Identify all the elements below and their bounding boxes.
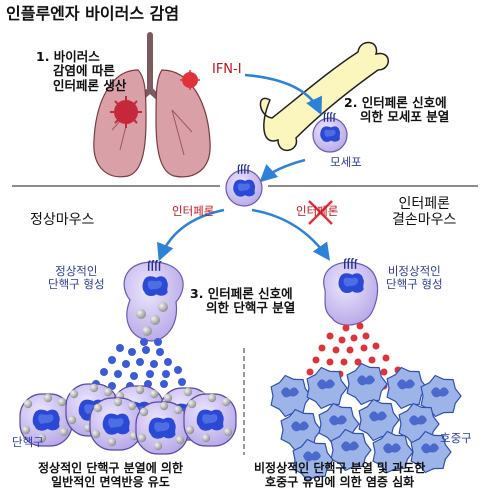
granule-blue	[162, 370, 170, 378]
granule-red	[326, 358, 334, 366]
step1-line3: 인터페론 생산	[53, 77, 127, 93]
granule-red	[350, 334, 358, 342]
granule-red	[372, 342, 380, 350]
granule-blue	[108, 356, 116, 364]
right-group-label: 인터페론 결손마우스	[392, 196, 456, 228]
bottom-left-line2: 일반적인 면역반응 유도	[51, 474, 170, 489]
granule-red	[356, 322, 364, 330]
abnormal-formation-label: 비정상적인 단핵구 형성	[386, 264, 443, 292]
right-group-line1: 인터페론	[398, 196, 450, 212]
granule-blue	[122, 360, 130, 368]
monocyte-cluster	[19, 383, 237, 455]
granule-blue	[142, 346, 150, 354]
granule-red	[368, 356, 376, 364]
bottom-right-line2: 호중구 유입에 의한 염증 심화	[265, 474, 415, 489]
granule-blue	[154, 338, 162, 346]
mother-cell-label: 모세포	[330, 155, 362, 169]
granule-blue	[164, 358, 172, 366]
granule-red	[340, 358, 348, 366]
monocyte-label: 단핵구	[12, 435, 44, 449]
granule-blue	[128, 348, 136, 356]
granule-blue	[178, 378, 186, 386]
granule-red	[362, 332, 370, 340]
page-title: 인플루엔자 바이러스 감염	[6, 4, 180, 23]
granule-red	[332, 346, 340, 354]
granule-blue	[150, 360, 158, 368]
lungs-illustration	[93, 32, 211, 178]
neutrophil-cell	[280, 408, 322, 452]
bottom-left-line1: 정상적인 단핵구 분열에 의한	[38, 461, 184, 475]
granule-red	[382, 354, 390, 362]
neutrophil-cluster	[270, 362, 462, 482]
right-group-line2: 결손마우스	[392, 212, 457, 229]
neutrophil-cell	[372, 430, 414, 474]
ifn-label: IFN-I	[212, 62, 242, 77]
granule-red	[380, 368, 388, 376]
step1-label: 1. 바이러스 감염에 따른 인터페론 생산	[36, 49, 127, 93]
abnormal-formation-line2: 단핵구 형성	[386, 277, 443, 292]
flow-arrows	[157, 73, 331, 262]
granule-blue	[130, 372, 138, 380]
granule-blue	[160, 380, 168, 388]
neutrophil-cell	[420, 374, 462, 418]
abnormal-formation-line1: 비정상적인	[387, 264, 441, 278]
neutrophil-cell	[346, 362, 388, 406]
granule-blue	[114, 370, 122, 378]
granule-red	[312, 356, 320, 364]
normal-formation-label: 정상적인 단핵구 형성	[48, 264, 105, 292]
granule-blue	[100, 368, 108, 376]
step3-label: 3. 인터페론 신호에 의한 단핵구 분열	[190, 286, 296, 316]
granule-red	[338, 336, 346, 344]
monocyte-cell	[19, 393, 73, 447]
neutrophil-label: 호중구	[440, 431, 472, 445]
monocyte-cell	[183, 393, 237, 447]
granule-blue	[108, 382, 116, 390]
granule-red	[318, 344, 326, 352]
mother-cell-center	[225, 164, 263, 207]
step2-line1: 2. 인터페론 신호에	[344, 95, 447, 110]
granule-blue	[116, 344, 124, 352]
bottom-right-line1: 비정상적인 단핵구 분열 및 과도한	[254, 461, 426, 475]
step3-line2: 의한 단핵구 분열	[206, 300, 296, 316]
left-group-label: 정상마우스	[30, 212, 95, 228]
neutrophil-cell	[306, 366, 348, 410]
neutrophil-cell	[292, 438, 334, 482]
abnormal-dividing-cell	[323, 258, 379, 326]
neutrophil-cell	[330, 428, 372, 472]
granule-blue	[140, 338, 148, 346]
neutrophil-cell	[270, 374, 312, 418]
bottom-right-caption: 비정상적인 단핵구 분열 및 과도한 호중구 유입에 의한 염증 심화	[254, 461, 426, 490]
normal-formation-line2: 단핵구 형성	[48, 277, 105, 292]
monocyte-cell	[135, 401, 189, 455]
bottom-left-caption: 정상적인 단핵구 분열에 의한 일반적인 면역반응 유도	[38, 461, 184, 490]
mother-cell-bone	[312, 112, 348, 153]
granule-red	[360, 344, 368, 352]
step2-label: 2. 인터페론 신호에 의한 모세포 분열	[344, 95, 450, 125]
neutrophil-cell	[410, 430, 452, 474]
monocyte-cell	[89, 397, 143, 451]
monocyte-granules	[92, 338, 186, 390]
granule-red	[354, 358, 362, 366]
granule-blue	[156, 348, 164, 356]
granule-blue	[136, 358, 144, 366]
normal-formation-line1: 정상적인	[55, 264, 98, 278]
step2-line2: 의한 모세포 분열	[360, 109, 450, 125]
step1-line2: 감염에 따른	[53, 63, 115, 79]
blocked-x-icon	[308, 200, 333, 225]
granule-blue	[174, 366, 182, 374]
bone-illustration	[259, 41, 389, 151]
step3-line1: 3. 인터페론 신호에	[190, 286, 293, 301]
granule-red	[346, 346, 354, 354]
granule-red	[306, 368, 314, 376]
interferon-right-label: 인터페론	[296, 204, 339, 218]
step1-line1: 1. 바이러스	[36, 49, 100, 64]
granule-red	[342, 324, 350, 332]
granule-red	[326, 332, 334, 340]
normal-dividing-cell	[123, 260, 184, 342]
granule-blue	[146, 370, 154, 378]
interferon-left-label: 인터페론	[172, 204, 215, 218]
